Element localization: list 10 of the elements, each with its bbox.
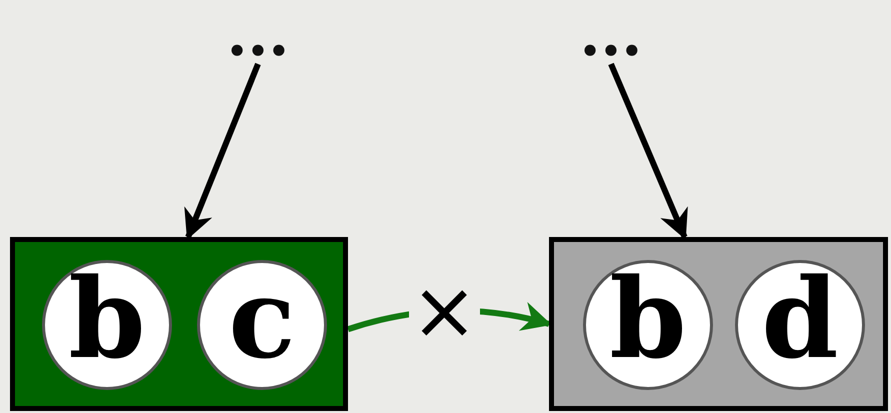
group-box — [549, 237, 888, 411]
group-box — [10, 237, 348, 411]
letter-circle: d — [735, 260, 865, 390]
ellipsis-text: ... — [215, 10, 301, 64]
arrow — [608, 62, 688, 240]
letter-circle: b — [42, 260, 172, 390]
letter-circle: b — [583, 260, 713, 390]
arrow — [184, 62, 261, 240]
letter-circle: c — [197, 260, 327, 390]
ellipsis-text: ... — [568, 10, 654, 64]
